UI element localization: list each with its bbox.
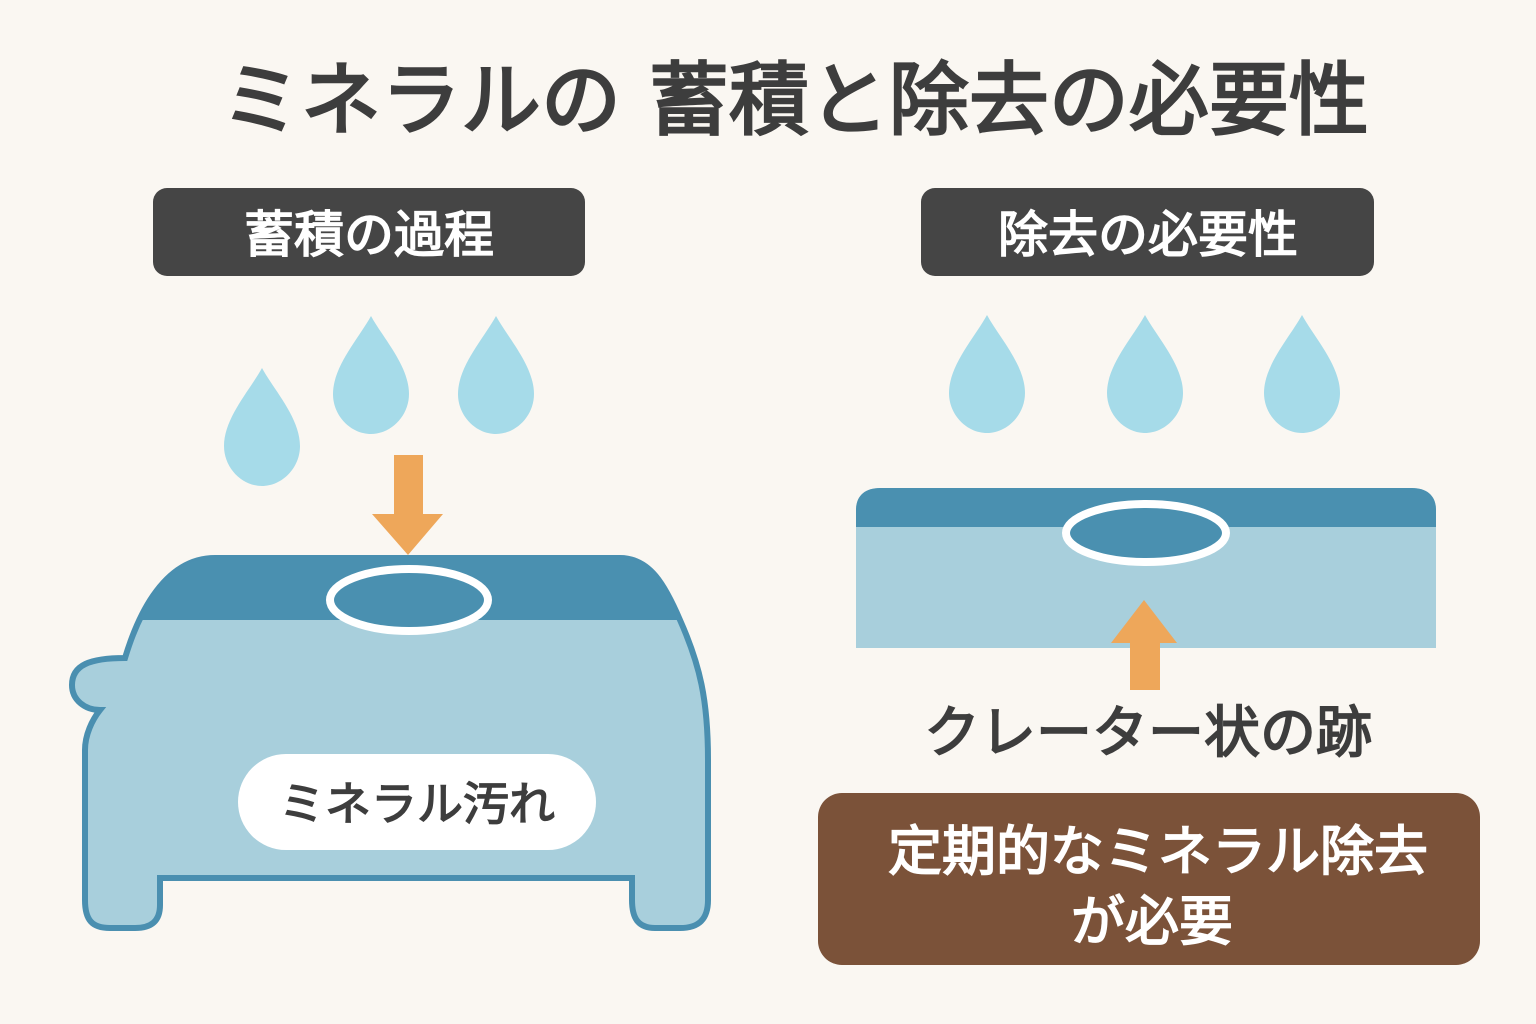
heading-label: 除去の必要性 [998, 206, 1298, 264]
surface-body [856, 488, 1436, 648]
stain-label: ミネラル汚れ [279, 777, 555, 831]
water-drop-icon [333, 316, 409, 434]
heading-accumulation-process: 蓄積の過程 [153, 188, 585, 276]
arrow-down-icon [372, 455, 443, 555]
car-illustration: ミネラル汚れ [68, 555, 711, 931]
stain-label-pill [238, 754, 596, 850]
surface-cross-section [856, 488, 1436, 648]
water-drop-icon [224, 368, 300, 486]
conclusion-box: 定期的なミネラル除去 が必要 [818, 793, 1480, 965]
arrow-up-icon [1111, 600, 1177, 690]
crater-label: クレーター状の跡 [924, 701, 1372, 766]
page-title: ミネラルの 蓄積と除去の必要性 [221, 54, 1369, 147]
conclusion-line-1: 定期的なミネラル除去 [888, 820, 1428, 883]
conclusion-line-2: が必要 [1071, 890, 1233, 953]
crater-spot [1062, 500, 1230, 566]
water-drop-icon [1107, 315, 1183, 433]
water-drop-icon [1264, 315, 1340, 433]
water-drop-icon [458, 316, 534, 434]
heading-box [921, 188, 1374, 276]
heading-label: 蓄積の過程 [244, 206, 494, 264]
heading-removal-necessity: 除去の必要性 [921, 188, 1374, 276]
conclusion-background [818, 793, 1480, 965]
water-drop-icon [949, 315, 1025, 433]
heading-box [153, 188, 585, 276]
mineral-spot [326, 565, 492, 635]
